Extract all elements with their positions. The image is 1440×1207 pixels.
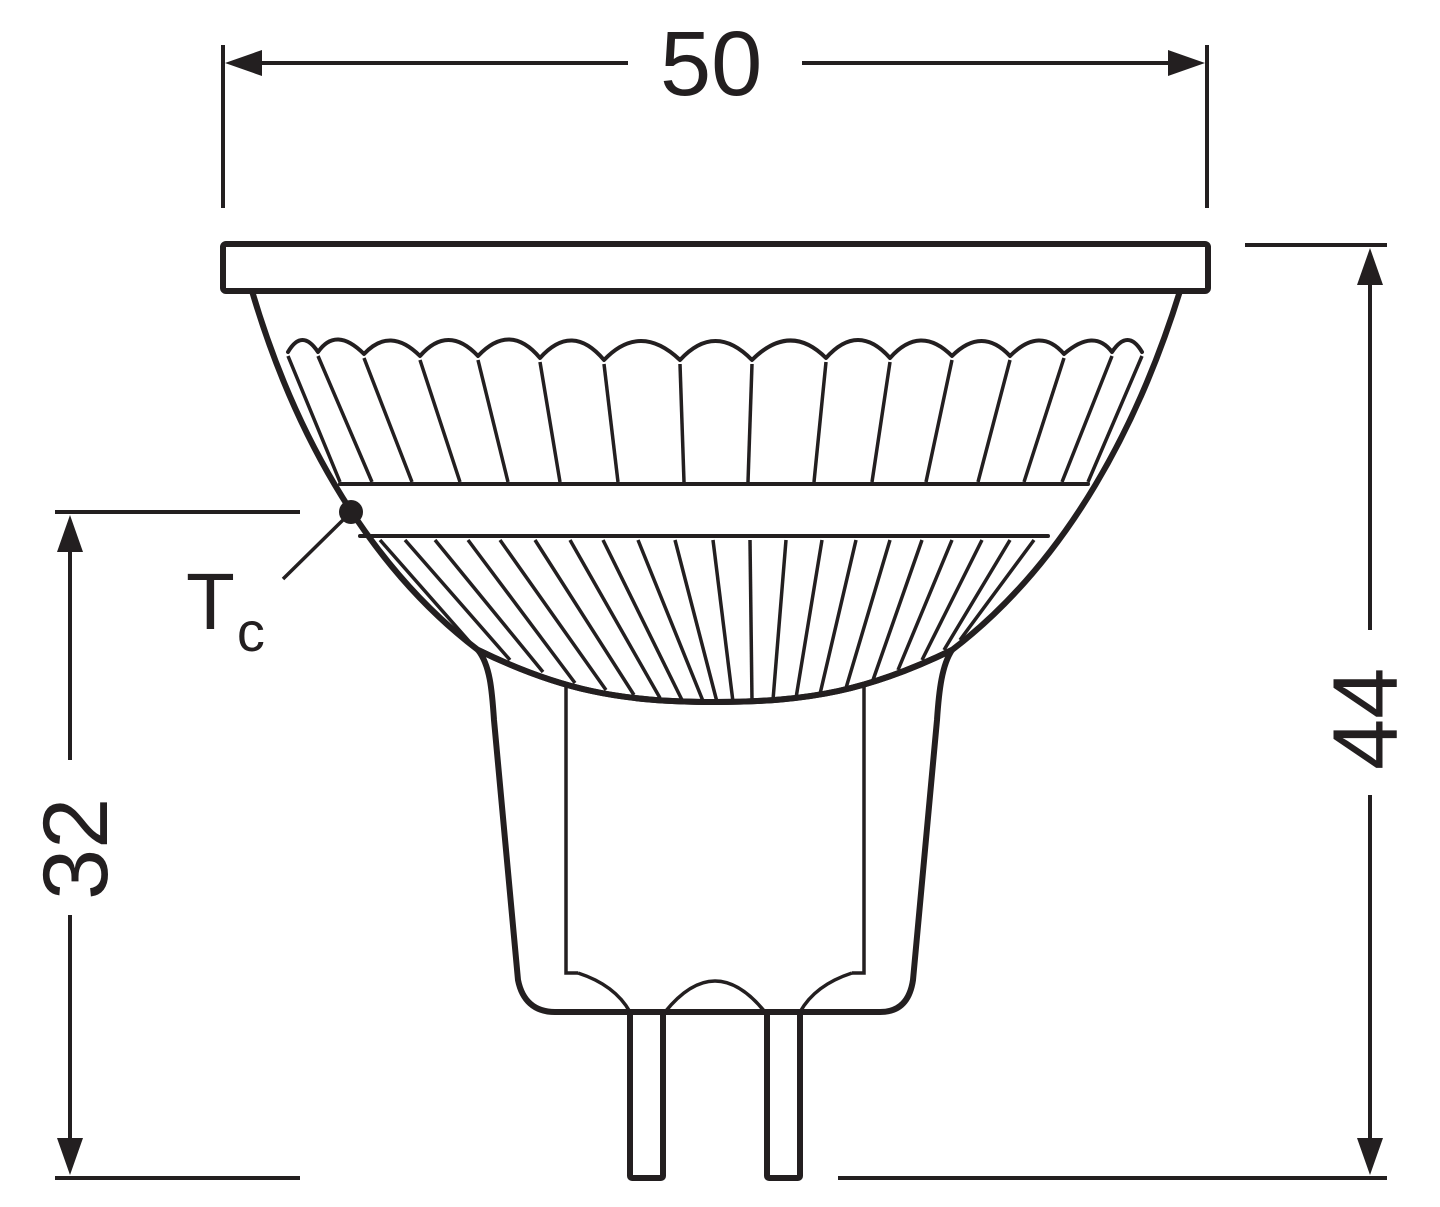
upper-facet-ribs (286, 355, 1144, 483)
tc-label-subscript: c (236, 600, 265, 663)
arrowhead-up-icon (1357, 248, 1383, 285)
base-housing (475, 647, 955, 1015)
lower-facet-ribs (378, 538, 1036, 703)
height-value-label: 44 (1315, 667, 1417, 770)
arrowhead-right-icon (1168, 50, 1205, 76)
tc-leader-line (281, 516, 347, 581)
arrowhead-down-icon (57, 1138, 83, 1175)
inner-neck (564, 682, 866, 1014)
height-dimension (838, 243, 1387, 1180)
pin-right (764, 1009, 803, 1181)
tc-height-dimension (55, 510, 300, 1180)
reflector-outline (249, 288, 1183, 705)
pin-left (627, 1009, 666, 1181)
width-value-label: 50 (660, 13, 763, 115)
reflector-facet-scallops (286, 337, 1144, 362)
width-dimension (221, 45, 1209, 208)
front-glass-rim (220, 241, 1211, 294)
arrowhead-left-icon (225, 50, 262, 76)
reflector-band (338, 482, 1090, 538)
tc-label: Tc (186, 562, 265, 660)
tc-label-main: T (186, 557, 235, 646)
tc-height-value-label: 32 (25, 797, 127, 900)
arrowhead-down-icon (1357, 1138, 1383, 1175)
arrowhead-up-icon (57, 515, 83, 552)
reflector-bottom-curve (475, 647, 955, 705)
tc-marker (281, 500, 363, 581)
